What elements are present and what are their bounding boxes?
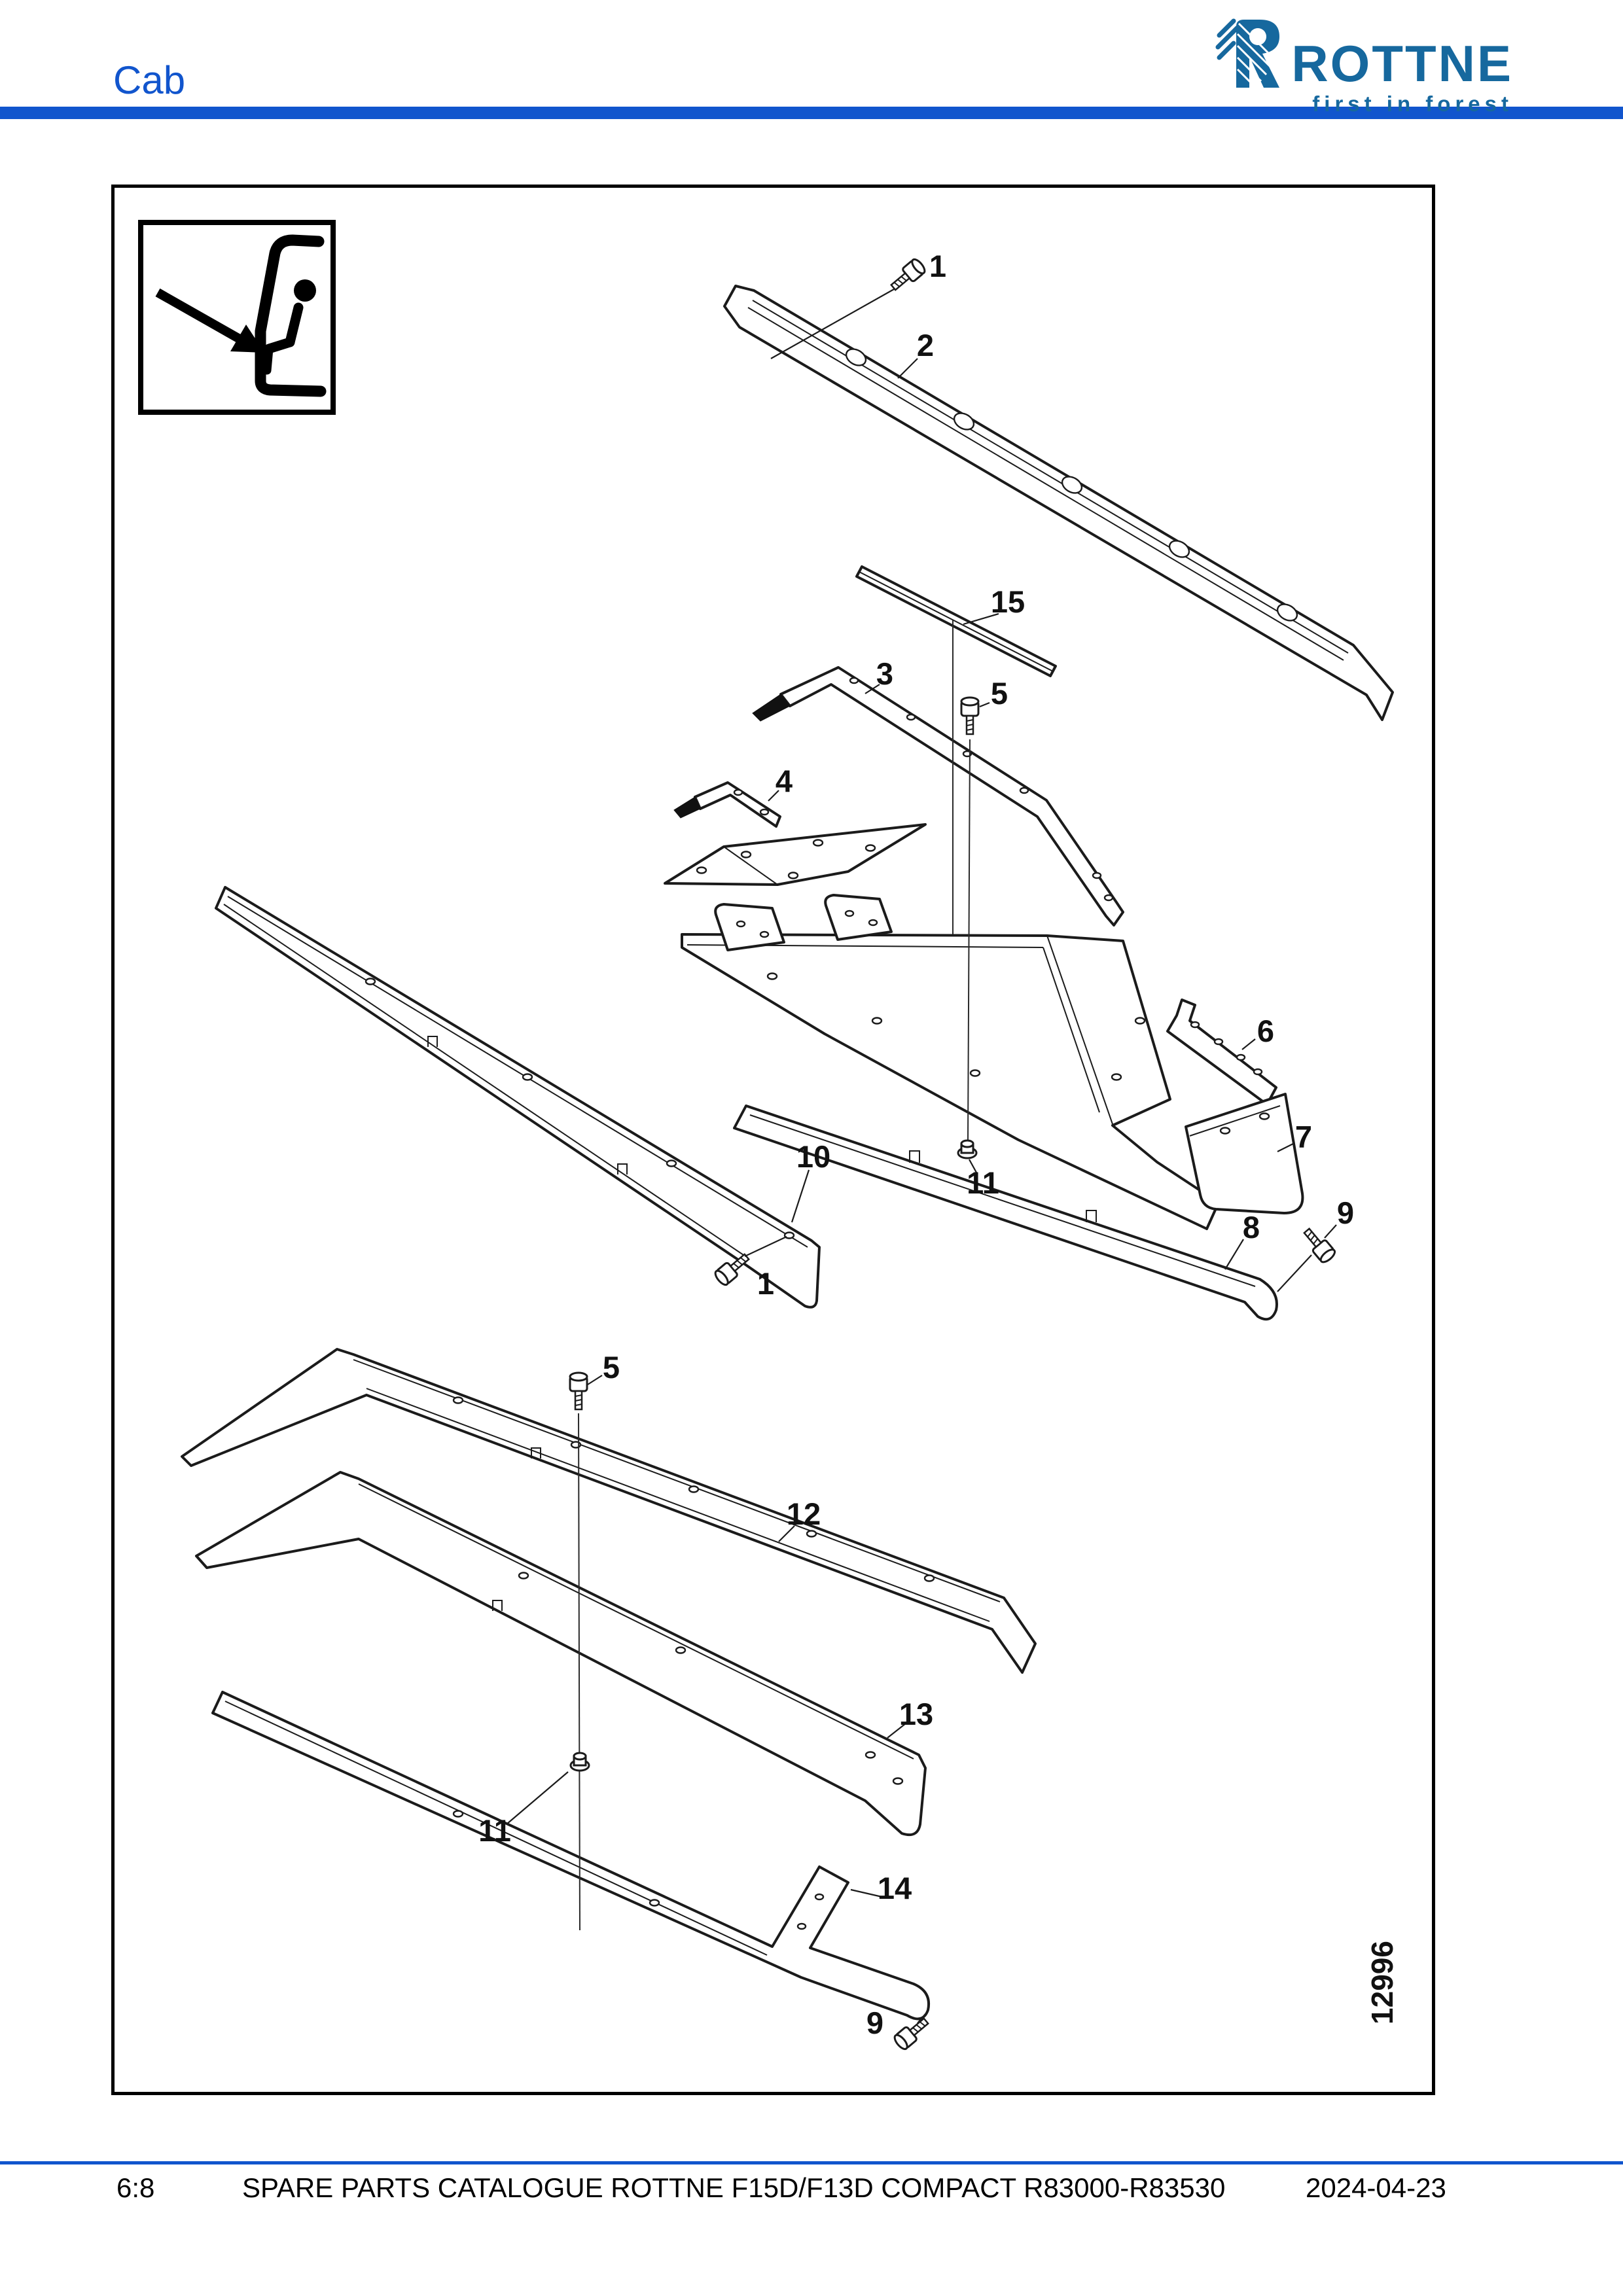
callout-13: 13	[899, 1697, 933, 1731]
nut-11-lower	[569, 1752, 590, 1772]
logo-brand-text: ROTTNE	[1291, 35, 1513, 92]
callout-6: 6	[1257, 1014, 1274, 1048]
callout-7: 7	[1295, 1120, 1312, 1154]
figure-number: 12996	[1365, 1941, 1399, 2024]
assembly-axis-lines	[578, 620, 971, 1931]
central-panel-assembly	[681, 894, 1220, 1230]
bolt-9-lower	[891, 2013, 933, 2053]
callout-8: 8	[1243, 1210, 1260, 1245]
bolt-5-lower	[569, 1371, 588, 1411]
callout-1-lower: 1	[757, 1266, 774, 1301]
nut-11-upper	[957, 1139, 978, 1159]
callout-15: 15	[991, 584, 1025, 619]
callout-4: 4	[776, 764, 793, 798]
screw-1-top	[887, 256, 928, 295]
callout-3: 3	[876, 656, 893, 691]
bolt-5-upper	[960, 696, 980, 735]
part-10-shape	[215, 886, 821, 1309]
callout-11-upper: 11	[967, 1165, 999, 1200]
callout-9-lower: 9	[866, 2005, 883, 2040]
rottne-logo-r-icon	[1215, 18, 1280, 88]
part-6-shape	[1166, 998, 1277, 1106]
footer-date: 2024-04-23	[1306, 2172, 1446, 2203]
part-15-shape	[855, 565, 1057, 677]
callouts: 1 2 15 3 5 4 6 7 10 11 8 9 1 5 12 13 11 …	[478, 249, 1354, 2040]
part-13-shape	[195, 1471, 927, 1837]
footer-catalogue-title: SPARE PARTS CATALOGUE ROTTNE F15D/F13D C…	[242, 2172, 1226, 2203]
part-4-shape	[673, 781, 781, 828]
callout-9-upper: 9	[1337, 1195, 1354, 1230]
callout-1-top: 1	[929, 249, 946, 283]
part-3-shape	[752, 666, 1124, 927]
header-accent-bar	[0, 107, 1623, 119]
callout-2: 2	[917, 328, 934, 362]
central-top-plate	[664, 823, 927, 886]
exploded-view-frame: 1 2 15 3 5 4 6 7 10 11 8 9 1 5 12 13 11 …	[111, 185, 1435, 2095]
footer-accent-line	[0, 2161, 1623, 2164]
callout-12: 12	[787, 1496, 821, 1531]
page-title: Cab	[113, 58, 186, 102]
callout-11-lower: 11	[478, 1813, 511, 1848]
callout-5-upper: 5	[991, 676, 1008, 711]
part-7-shape	[1185, 1093, 1304, 1214]
callout-10: 10	[796, 1139, 830, 1174]
callout-5-lower: 5	[603, 1350, 620, 1385]
part-2-shape	[723, 285, 1394, 721]
footer-page-ref: 6:8	[116, 2172, 155, 2203]
part-8-shape	[733, 1104, 1278, 1321]
callout-14: 14	[878, 1871, 912, 1905]
footer: 6:8 SPARE PARTS CATALOGUE ROTTNE F15D/F1…	[0, 2172, 1623, 2212]
cab-pictogram-icon	[138, 220, 336, 415]
logo-tagline: first in forest	[1312, 92, 1513, 116]
leader-lines	[506, 289, 1337, 2024]
part-14-shape	[211, 1691, 930, 2021]
rottne-logo: ROTTNE first in forest	[1173, 17, 1513, 116]
exploded-parts-diagram: 1 2 15 3 5 4 6 7 10 11 8 9 1 5 12 13 11 …	[138, 220, 1399, 2053]
